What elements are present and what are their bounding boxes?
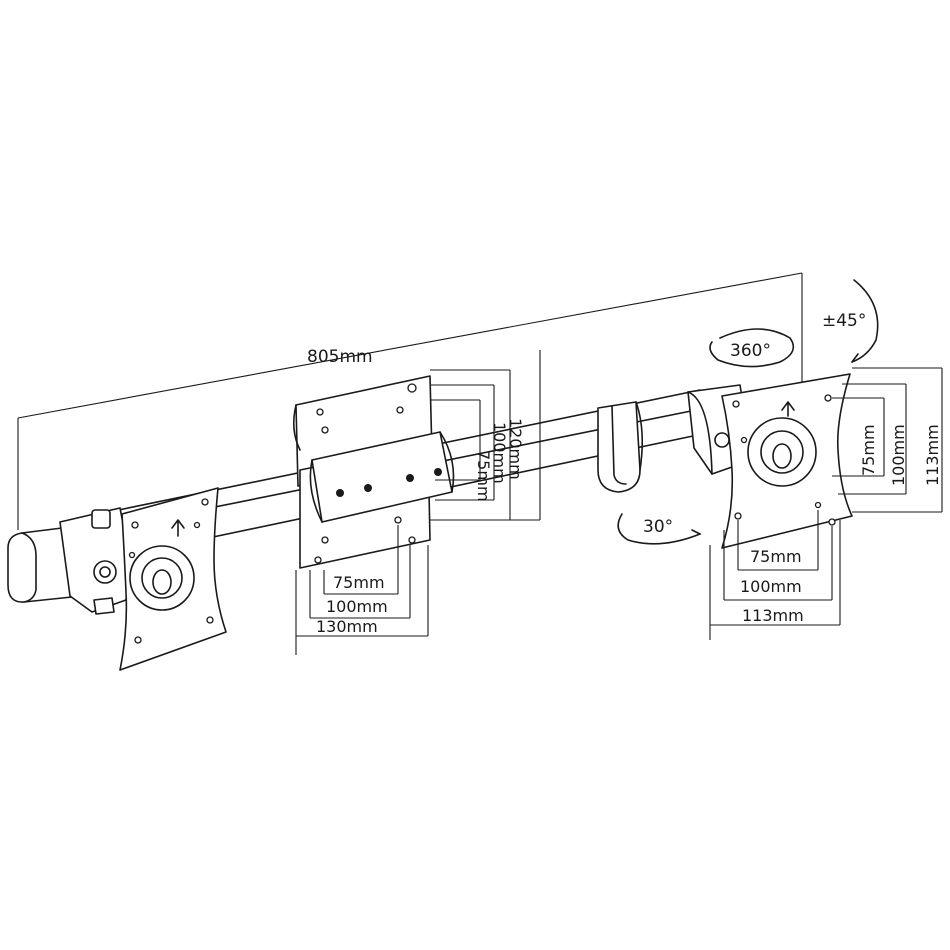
center-clamp — [309, 431, 455, 523]
right-horizontal-dimensions: 75mm 100mm 113mm — [709, 510, 841, 640]
left-swivel-joint — [59, 507, 131, 615]
rotation-indicator: 360° — [709, 328, 795, 368]
right-vertical-dimensions: 75mm 100mm 113mm — [832, 367, 943, 513]
right-h113-label: 113mm — [742, 606, 804, 625]
right-v113-label: 113mm — [923, 424, 942, 486]
right-h75-label: 75mm — [750, 547, 802, 566]
swivel-label: 30° — [643, 517, 673, 537]
center-h75-label: 75mm — [333, 573, 385, 592]
left-vesa-plate — [119, 487, 227, 671]
overall-length-label: 805mm — [307, 347, 373, 367]
right-vesa-plate — [721, 373, 853, 549]
center-h100-label: 100mm — [326, 597, 388, 616]
overall-length-dimension: 805mm — [17, 272, 803, 530]
swivel-indicator: 30° — [617, 513, 701, 545]
right-v100-label: 100mm — [889, 424, 908, 486]
center-vertical-dimensions: 75mm 100mm 120mm — [430, 350, 541, 521]
center-v75-label: 75mm — [474, 450, 493, 502]
tilt-indicator: ±45° — [822, 279, 879, 363]
center-h130-label: 130mm — [316, 617, 378, 636]
cable-hook — [597, 401, 644, 493]
center-horizontal-dimensions: 75mm 100mm 130mm — [295, 525, 429, 655]
tilt-label: ±45° — [822, 311, 866, 331]
right-h100-label: 100mm — [740, 577, 802, 596]
right-v75-label: 75mm — [859, 424, 878, 476]
center-v120-label: 120mm — [506, 418, 525, 480]
rotation-label: 360° — [730, 341, 771, 361]
center-v100-label: 100mm — [490, 422, 509, 484]
